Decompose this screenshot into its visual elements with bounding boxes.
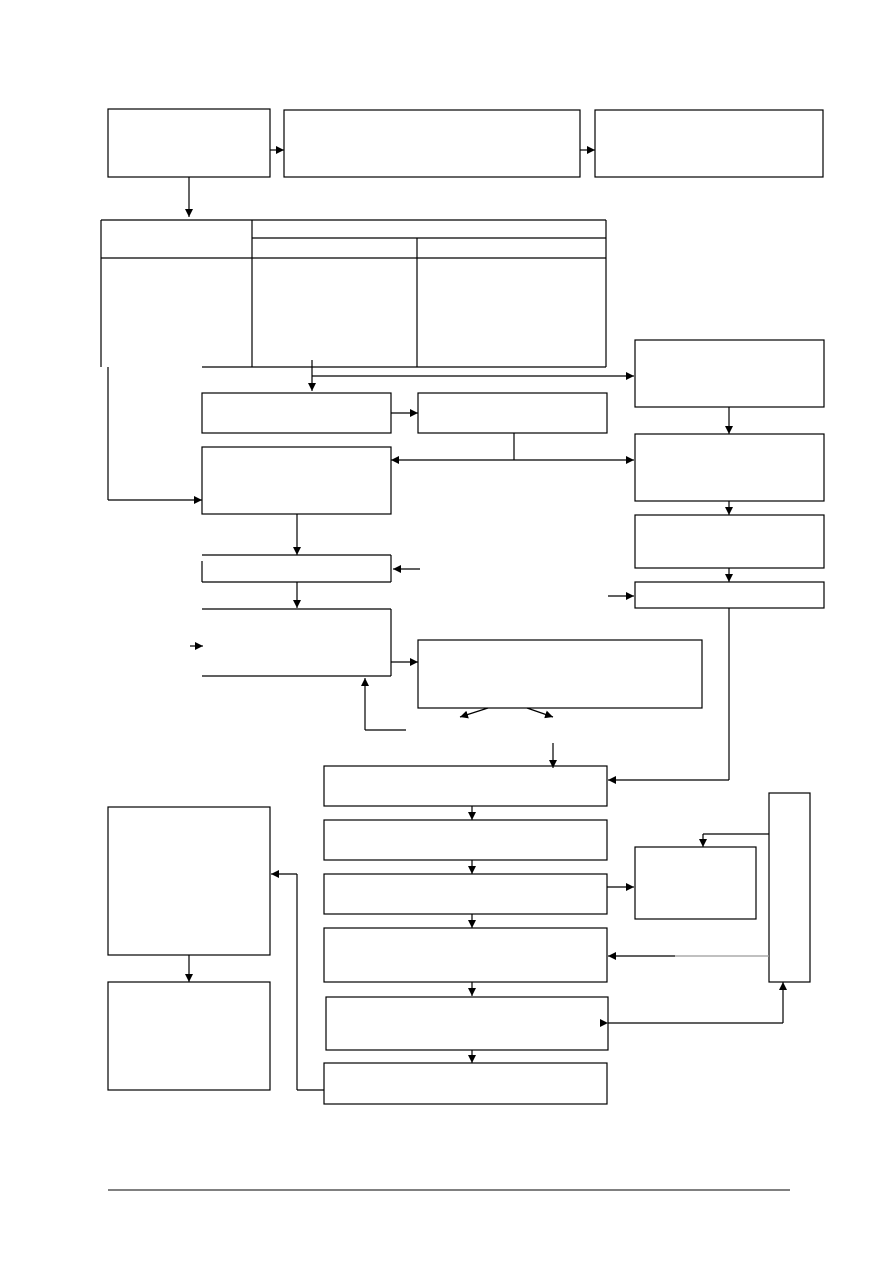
- box-center: [201, 446, 392, 515]
- box-mid-b: [417, 392, 608, 434]
- table-box: [100, 219, 607, 368]
- arrow-diverge-right: [526, 707, 554, 719]
- box-right-mid: [634, 433, 825, 502]
- box-mid-a: [201, 392, 392, 434]
- box-process: [202, 608, 392, 677]
- box-wide-mid: [417, 639, 703, 709]
- box-step-5: [325, 996, 609, 1051]
- box-top-left: [107, 108, 271, 178]
- box-step-3: [323, 873, 608, 915]
- box-bottom-left-1: [107, 806, 271, 956]
- box-tall-right: [768, 792, 811, 983]
- arrow-diverge-left: [459, 707, 489, 719]
- box-step-2: [323, 819, 608, 861]
- box-top-right: [594, 109, 824, 178]
- box-step-1: [323, 765, 608, 807]
- box-right-small: [634, 581, 825, 609]
- box-top-middle: [283, 109, 581, 178]
- box-right-upper: [634, 339, 825, 408]
- box-narrow: [201, 554, 392, 583]
- box-right-lower: [634, 514, 825, 569]
- box-bottom-left-2: [107, 981, 271, 1091]
- box-step-6: [323, 1062, 608, 1105]
- box-step-4: [323, 927, 608, 983]
- box-side-right: [634, 846, 757, 920]
